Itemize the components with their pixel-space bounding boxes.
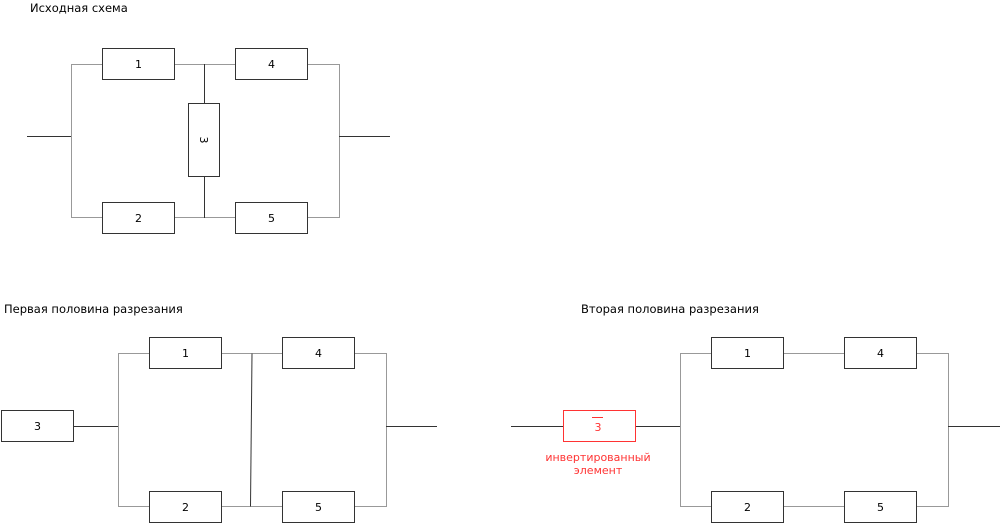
element-1: 1: [711, 337, 784, 369]
element-1: 1: [102, 48, 175, 80]
element-5: 5: [235, 202, 308, 234]
svg-text:3: 3: [595, 421, 602, 434]
svg-text:4: 4: [315, 347, 322, 360]
inverted-element-3: 3: [563, 410, 636, 442]
element-2: 2: [711, 491, 784, 523]
title-original: Исходная схема: [30, 1, 128, 15]
element-4: 4: [844, 337, 917, 369]
element-4: 4: [235, 48, 308, 80]
svg-text:5: 5: [268, 212, 275, 225]
svg-text:4: 4: [268, 58, 275, 71]
element-4: 4: [282, 337, 355, 369]
svg-text:2: 2: [182, 501, 189, 514]
element-5: 5: [282, 491, 355, 523]
second-half-scheme: 3 инвертированный элемент 1 4 2 5: [511, 337, 1000, 523]
svg-text:4: 4: [877, 347, 884, 360]
svg-text:1: 1: [744, 347, 751, 360]
svg-text:1: 1: [135, 58, 142, 71]
element-3: 3: [188, 103, 220, 177]
element-1: 1: [149, 337, 222, 369]
element-2: 2: [149, 491, 222, 523]
svg-text:3: 3: [197, 137, 210, 144]
inverted-note-line1: инвертированный: [545, 451, 650, 464]
inverted-note-line2: элемент: [574, 464, 623, 477]
svg-text:5: 5: [315, 501, 322, 514]
element-2: 2: [102, 202, 175, 234]
title-second-half: Вторая половина разрезания: [581, 302, 759, 316]
original-scheme: 1 4 3 2 5: [27, 48, 390, 234]
svg-text:2: 2: [135, 212, 142, 225]
svg-text:2: 2: [744, 501, 751, 514]
title-first-half: Первая половина разрезания: [4, 302, 183, 316]
svg-text:3: 3: [34, 420, 41, 433]
svg-text:5: 5: [877, 501, 884, 514]
element-5: 5: [844, 491, 917, 523]
element-3: 3: [1, 410, 74, 442]
first-half-scheme: 3 1 4 2 5: [1, 337, 437, 523]
svg-text:1: 1: [182, 347, 189, 360]
